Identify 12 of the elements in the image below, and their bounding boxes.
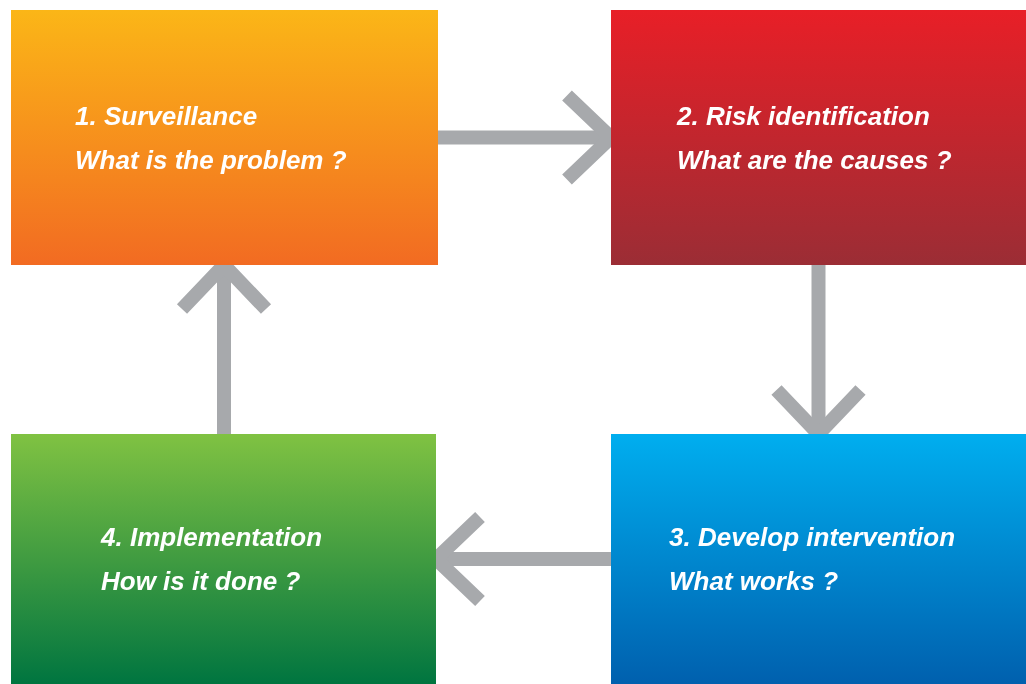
step-box — [611, 10, 1026, 265]
step-title: 4. Implementation — [101, 521, 324, 554]
step-question: What works ? — [669, 565, 839, 598]
step-box — [11, 434, 436, 684]
step-box — [11, 10, 438, 265]
step-question: How is it done ? — [101, 565, 302, 598]
step-question: What is the problem ? — [75, 143, 348, 177]
step-box — [611, 434, 1026, 684]
step-title: 3. Develop intervention — [669, 521, 957, 554]
step-question: What are the causes ? — [677, 143, 953, 177]
step-title: 1. Surveillance — [75, 99, 259, 133]
step-title: 2. Risk identification — [677, 99, 931, 133]
